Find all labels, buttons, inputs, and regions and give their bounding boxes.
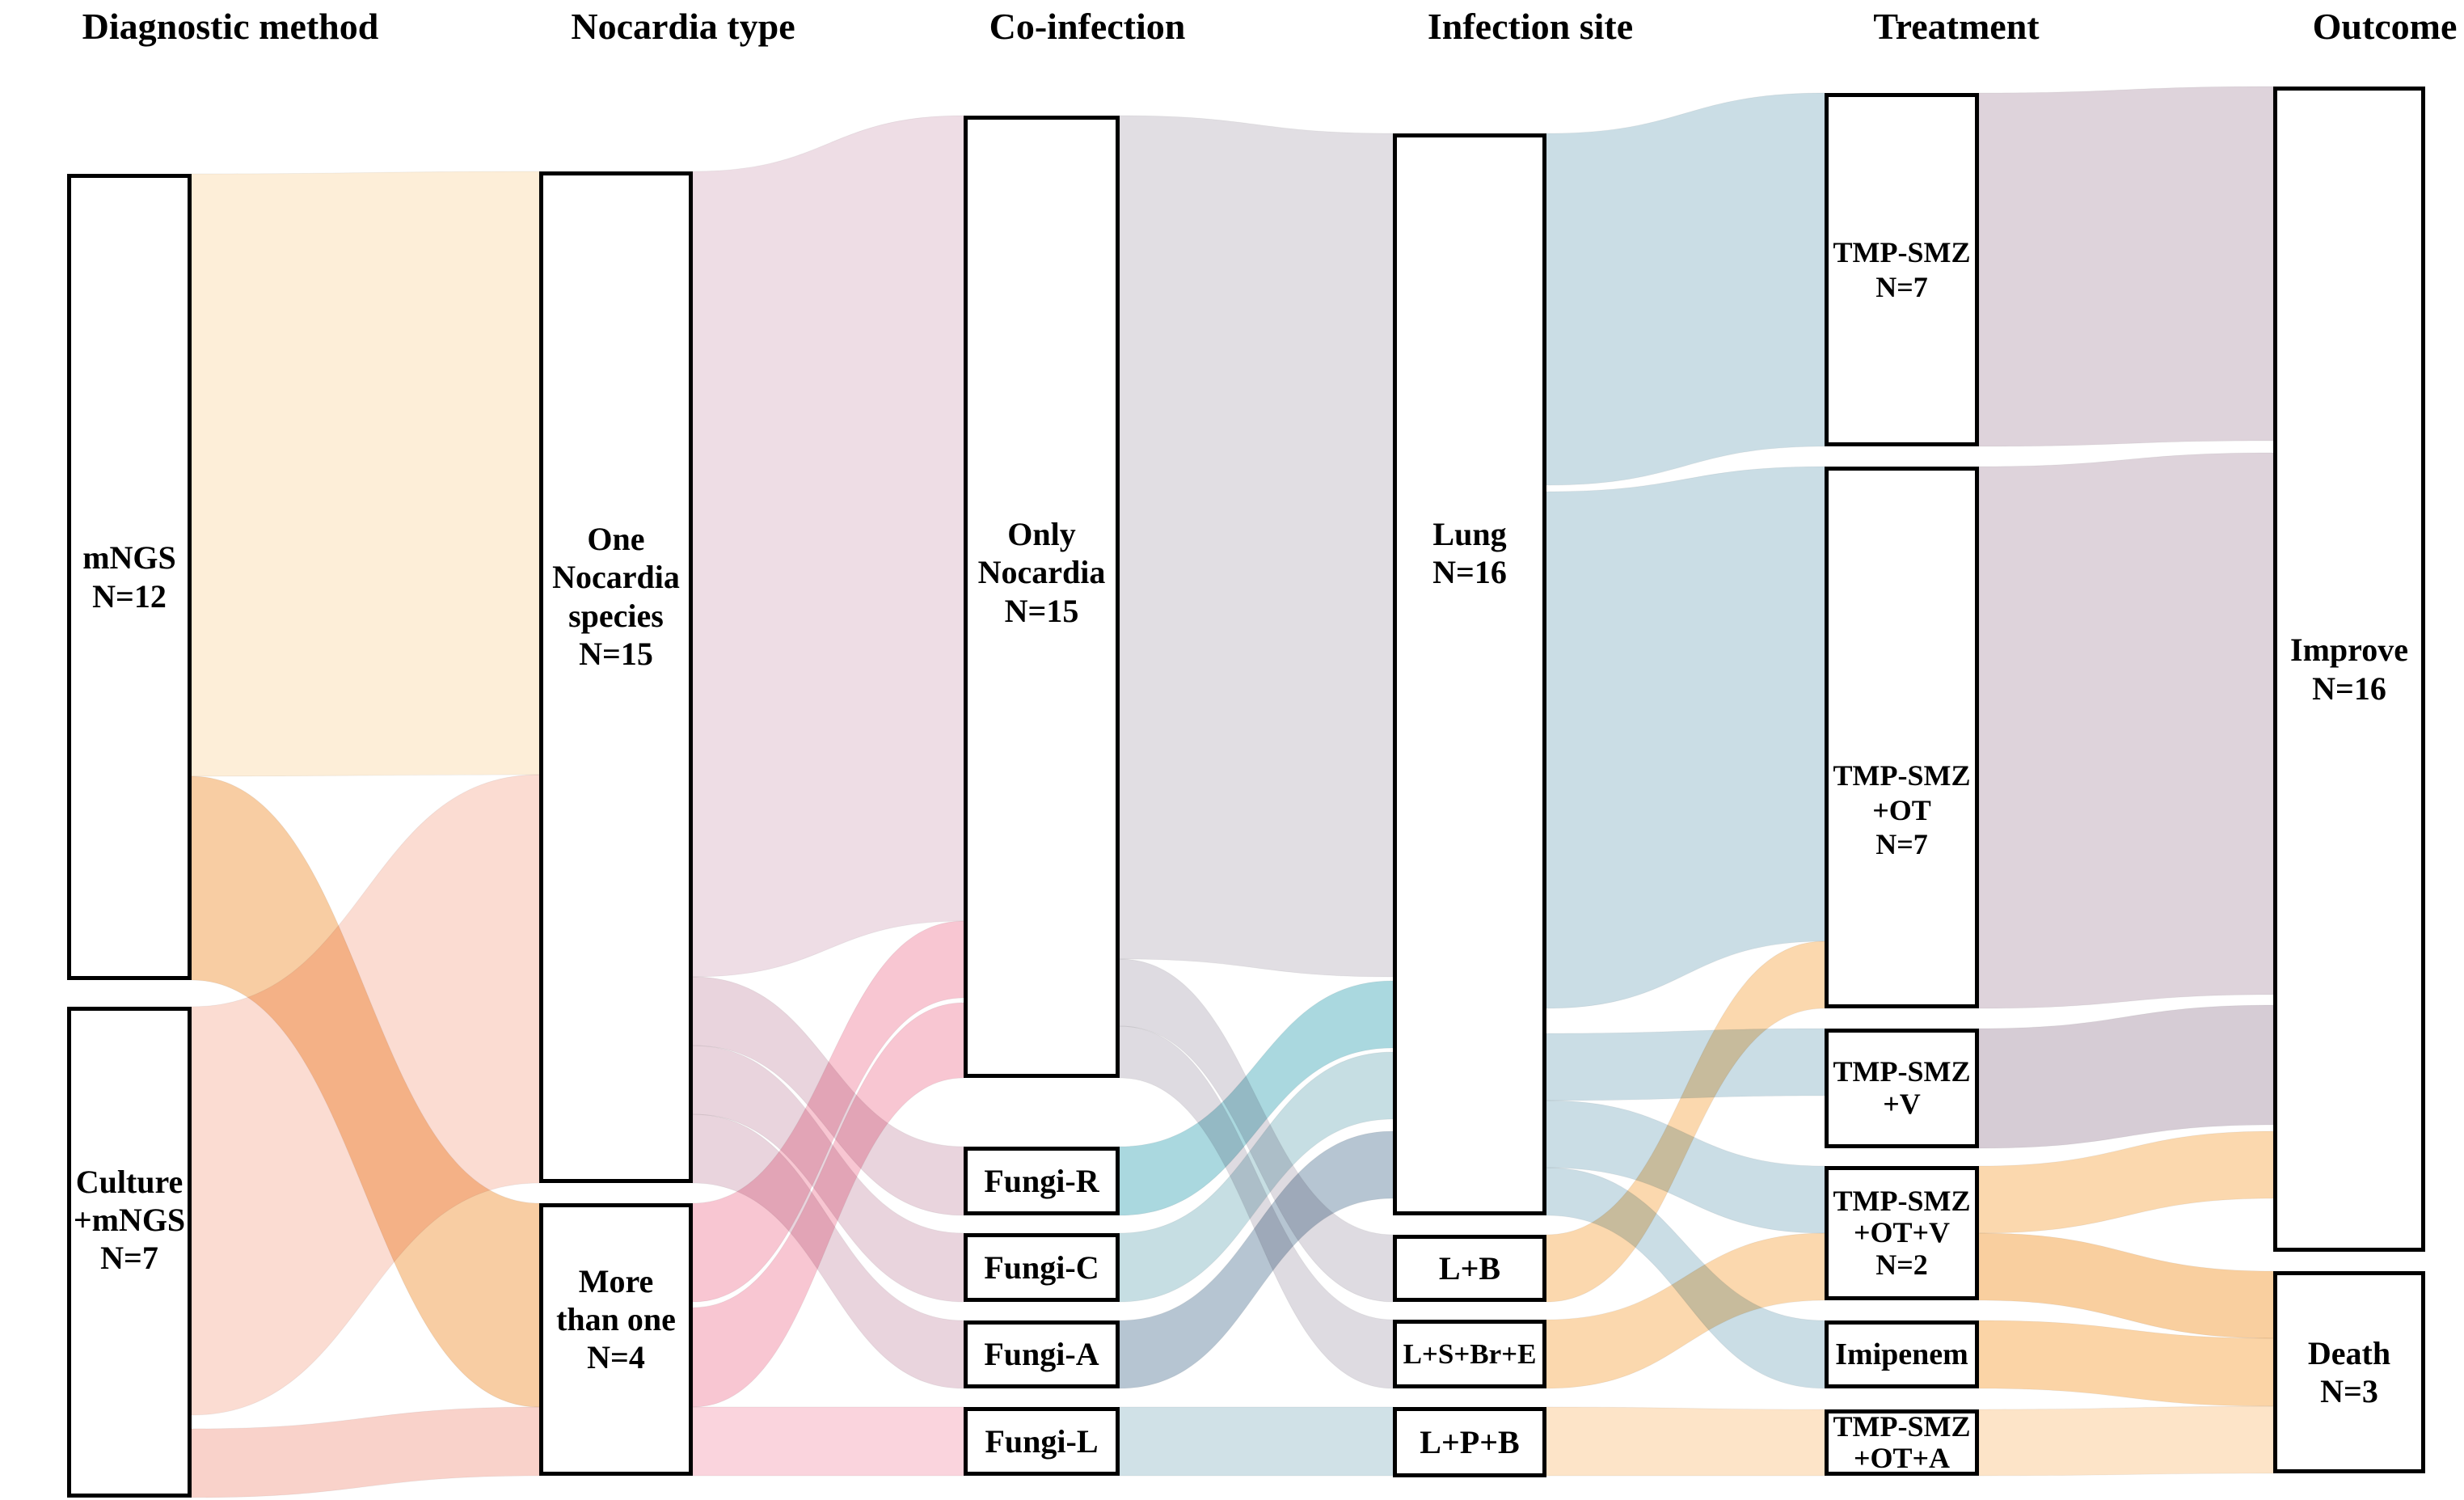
node-l-p-b-label: L+P+B — [1420, 1423, 1520, 1460]
flow-only-nocardia-lung — [1119, 115, 1394, 978]
flow-tmpsmz-ot-a-death — [1978, 1405, 2274, 1477]
node-one-nocardia-species-label: One Nocardia species N=15 — [552, 521, 680, 672]
flow-lung-tmpsmz-ot — [1546, 466, 1825, 1009]
node-l-s-br-e: L+S+Br+E — [1393, 1320, 1546, 1388]
column-header-infection-site: Infection site — [1427, 6, 1634, 47]
node-culture-mngs-label: Culture +mNGS N=7 — [73, 1163, 186, 1277]
node-tmp-smz-ot-a: TMP-SMZ +OT+A — [1825, 1409, 1979, 1476]
column-header-outcome: Outcome — [2312, 6, 2458, 47]
flow-lpb-tmpsmz-ot-a — [1546, 1406, 1825, 1477]
node-mngs-label: mNGS N=12 — [82, 539, 176, 615]
flow-lung-tmpsmz — [1546, 92, 1825, 486]
node-l-p-b: L+P+B — [1393, 1407, 1546, 1477]
flow-tmpsmz-v-improve — [1978, 1004, 2274, 1149]
flow-mngs-one-species — [191, 171, 540, 777]
node-tmp-smz-ot: TMP-SMZ +OT N=7 — [1825, 467, 1979, 1008]
flow-more-than-one-fungi-l — [692, 1406, 964, 1477]
node-l-b: L+B — [1393, 1235, 1546, 1302]
node-fungi-a: Fungi-A — [964, 1320, 1120, 1388]
flow-culture-more-than-one — [191, 1406, 540, 1498]
flow-one-species-only-nocardia — [692, 115, 964, 978]
node-death: Death N=3 — [2273, 1271, 2425, 1473]
flow-fungi-l-lpb — [1119, 1406, 1394, 1477]
node-more-than-one-label: More than one N=4 — [556, 1262, 676, 1376]
flow-lb-tmpsmz-ot — [1546, 940, 1825, 1303]
node-fungi-c: Fungi-C — [964, 1233, 1120, 1302]
flow-lsbre-tmpsmz-ot-v — [1546, 1232, 1825, 1389]
node-death-label: Death N=3 — [2307, 1334, 2391, 1409]
node-culture-mngs: Culture +mNGS N=7 — [67, 1007, 192, 1498]
node-only-nocardia-label: Only Nocardia N=15 — [977, 516, 1106, 629]
node-tmp-smz-v: TMP-SMZ +V — [1825, 1029, 1979, 1148]
node-tmp-smz-v-label: TMP-SMZ +V — [1833, 1055, 1971, 1120]
node-fungi-l: Fungi-L — [964, 1407, 1120, 1476]
flow-tmpsmz-improve — [1978, 86, 2274, 447]
node-fungi-a-label: Fungi-A — [984, 1336, 1099, 1373]
column-header-treatment: Treatment — [1873, 6, 2040, 47]
node-lung-label: Lung N=16 — [1432, 515, 1507, 590]
node-l-b-label: L+B — [1438, 1249, 1501, 1287]
flow-culture-one-species — [191, 774, 540, 1416]
node-tmp-smz-ot-a-label: TMP-SMZ +OT+A — [1833, 1410, 1971, 1474]
column-header-nocardia-type: Nocardia type — [571, 6, 795, 47]
node-one-nocardia-species: One Nocardia species N=15 — [539, 171, 693, 1183]
node-tmp-smz-ot-label: TMP-SMZ +OT N=7 — [1833, 759, 1971, 861]
node-mngs: mNGS N=12 — [67, 174, 192, 980]
node-fungi-r-label: Fungi-R — [984, 1162, 1099, 1199]
node-tmp-smz-ot-v: TMP-SMZ +OT+V N=2 — [1825, 1166, 1979, 1300]
node-tmp-smz-ot-v-label: TMP-SMZ +OT+V N=2 — [1833, 1184, 1971, 1281]
node-fungi-r: Fungi-R — [964, 1147, 1120, 1215]
node-fungi-l-label: Fungi-L — [985, 1422, 1099, 1460]
node-improve: Improve N=16 — [2273, 87, 2425, 1252]
flow-tmpsmz-ot-improve — [1978, 452, 2274, 1009]
node-lung: Lung N=16 — [1393, 133, 1546, 1215]
column-header-co-infection: Co-infection — [989, 6, 1186, 47]
node-imipenem: Imipenem — [1825, 1320, 1979, 1388]
node-only-nocardia: Only Nocardia N=15 — [964, 116, 1120, 1078]
node-tmp-smz: TMP-SMZ N=7 — [1825, 93, 1979, 446]
node-tmp-smz-label: TMP-SMZ N=7 — [1833, 236, 1971, 303]
node-fungi-c-label: Fungi-C — [984, 1249, 1099, 1286]
node-improve-label: Improve N=16 — [2290, 632, 2408, 707]
flow-more-than-one-only-nocardia-2 — [692, 1002, 964, 1408]
column-header-diagnostic-method: Diagnostic method — [82, 6, 379, 47]
node-more-than-one: More than one N=4 — [539, 1203, 693, 1476]
node-l-s-br-e-label: L+S+Br+E — [1403, 1337, 1537, 1370]
node-imipenem-label: Imipenem — [1835, 1337, 1968, 1371]
